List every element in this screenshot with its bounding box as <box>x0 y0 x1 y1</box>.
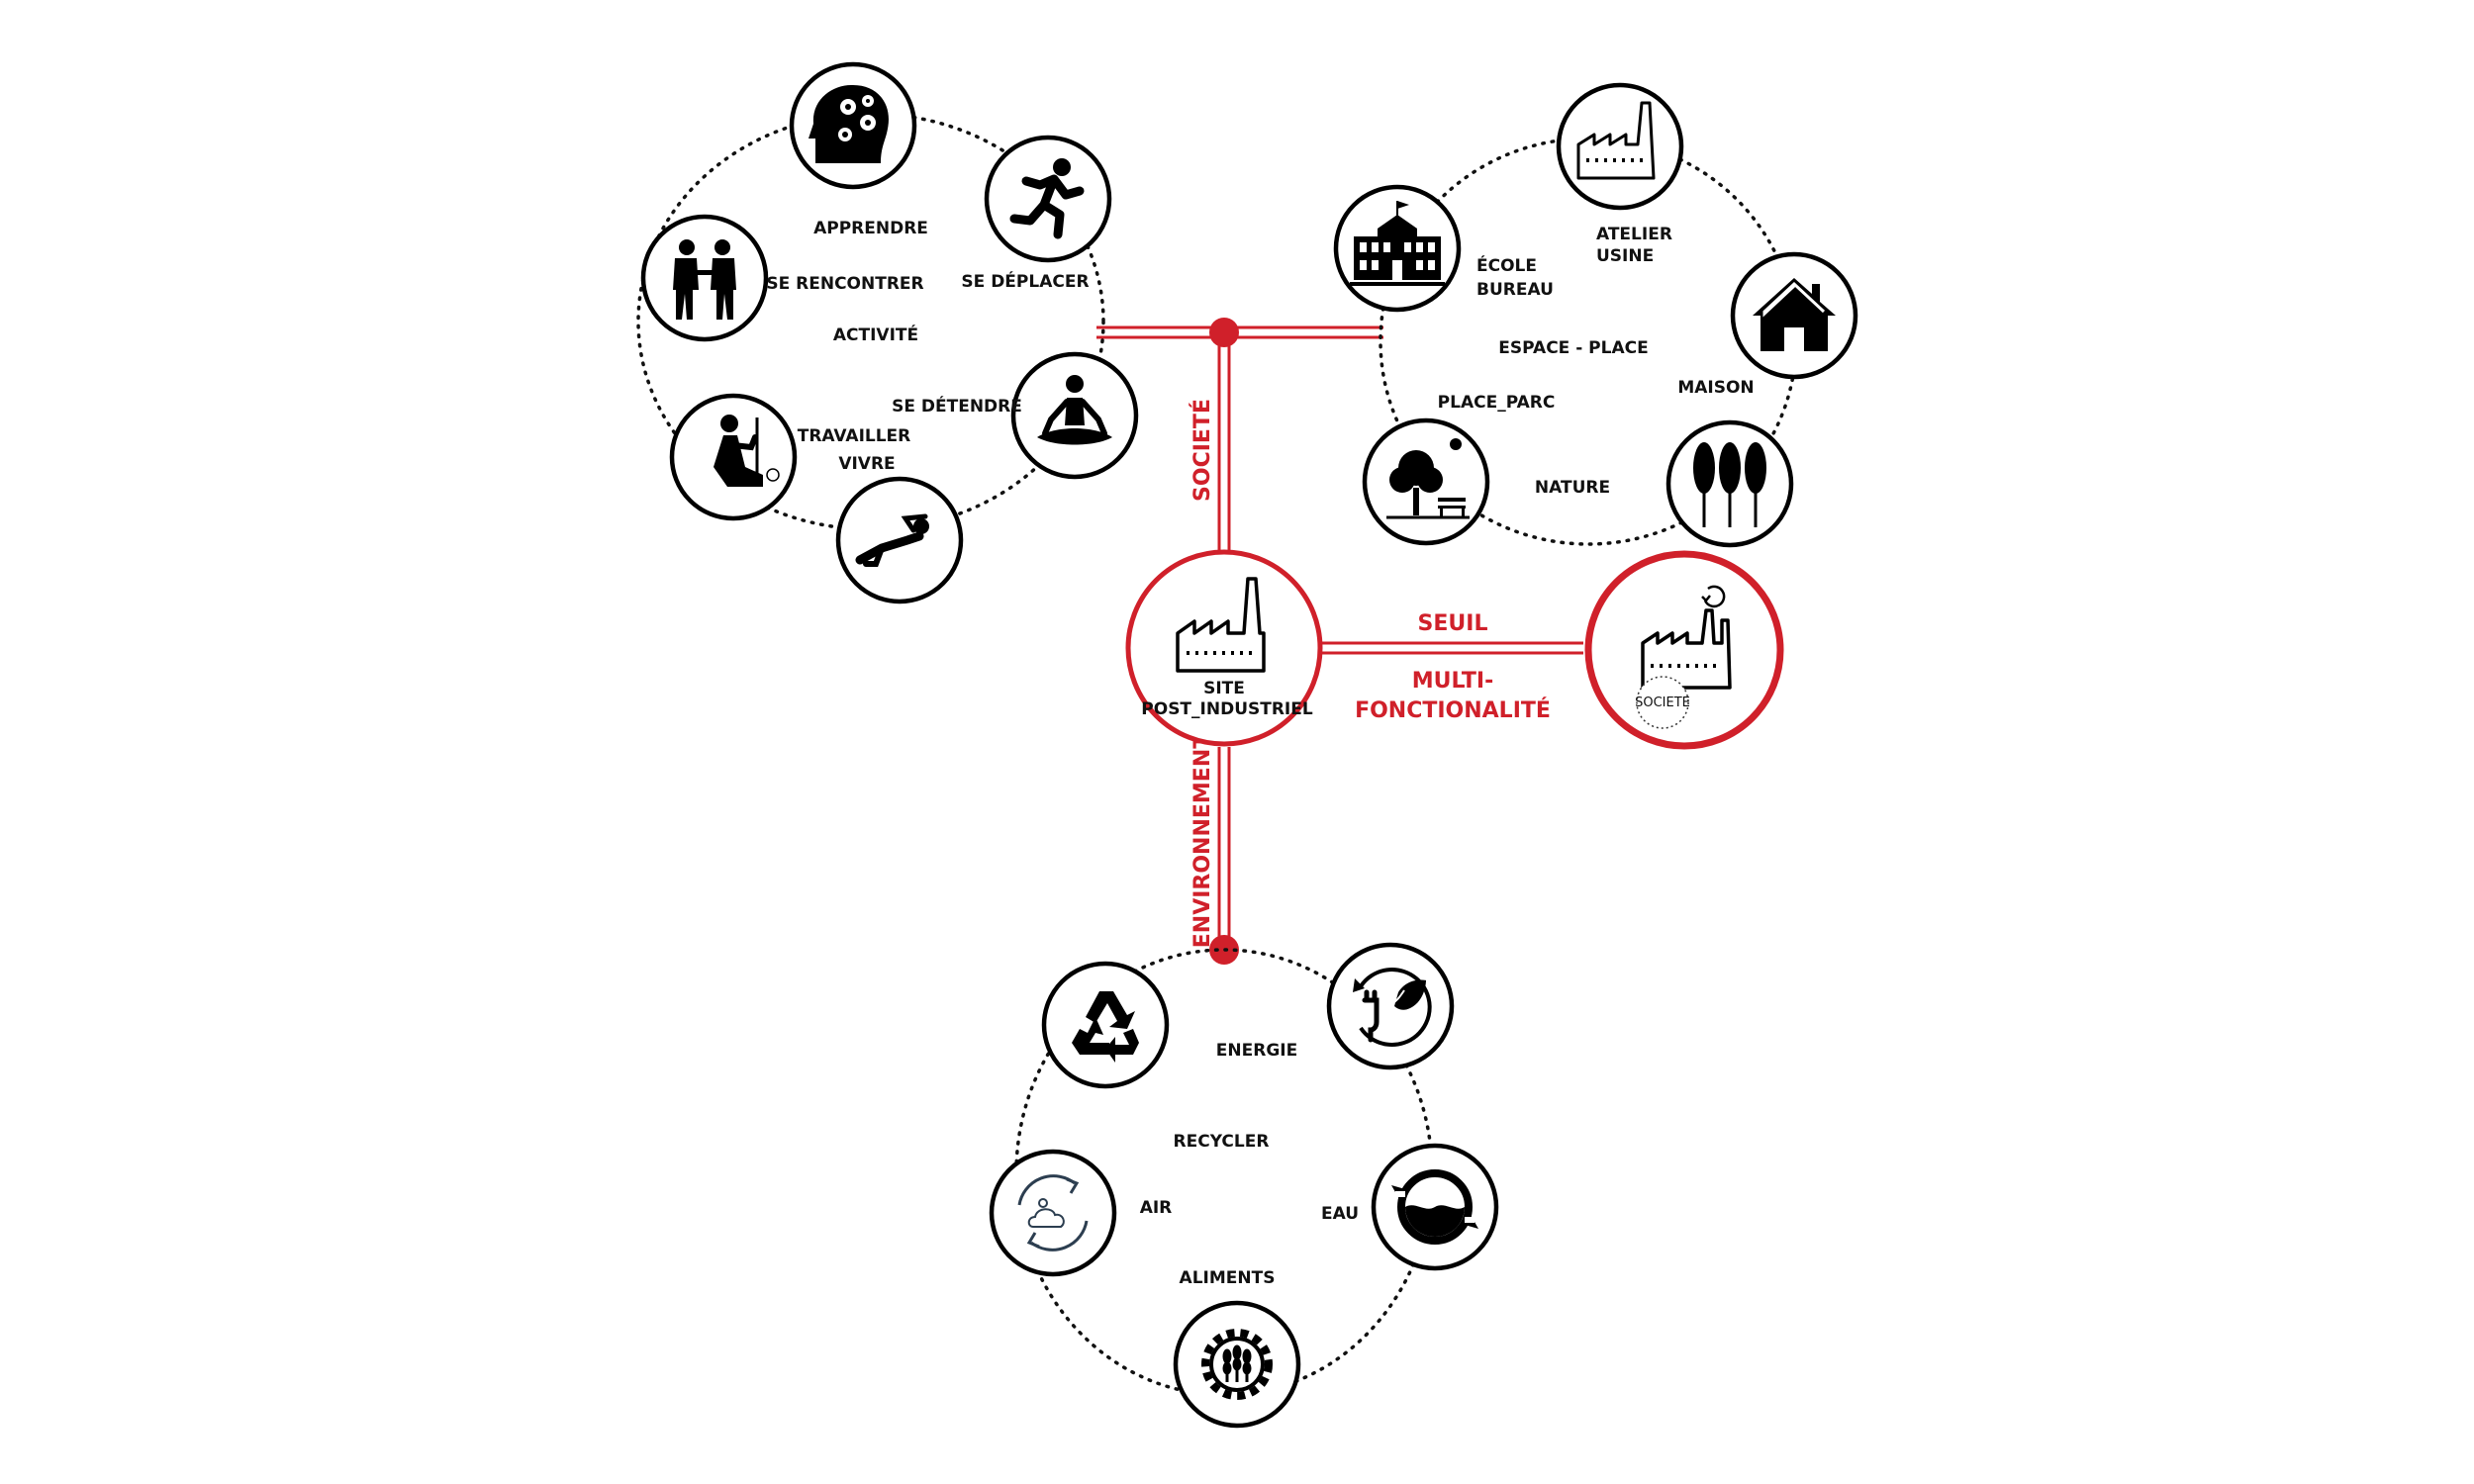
travailler-label: TRAVAILLER <box>798 426 911 446</box>
maison-node[interactable] <box>1730 251 1858 380</box>
junction-dot-top <box>1209 318 1239 347</box>
eco-energy-plug-icon <box>1353 968 1432 1047</box>
reclining-person-icon <box>855 513 929 567</box>
environnement-connector-label: ENVIRONNEMENT <box>1190 734 1215 949</box>
air-cycle-icon <box>1017 1174 1089 1252</box>
activity-title: ACTIVITÉ <box>833 324 918 345</box>
ecole-label: ÉCOLE <box>1476 254 1537 276</box>
recycle-icon <box>1072 991 1139 1063</box>
societe-connector-label: SOCIETÉ <box>1189 399 1215 502</box>
eau-node[interactable] <box>1371 1143 1499 1271</box>
activity-ring <box>636 112 1105 531</box>
se-deplacer-label: SE DÉPLACER <box>961 270 1089 292</box>
air-label: AIR <box>1140 1198 1173 1218</box>
se-deplacer-node[interactable] <box>984 135 1112 263</box>
factory-icon <box>1176 577 1266 673</box>
brain-gears-icon <box>809 84 889 163</box>
se-detendre-node[interactable] <box>1010 351 1139 480</box>
place-parc-node[interactable] <box>1362 417 1490 546</box>
usine-label: USINE <box>1596 246 1654 266</box>
target-node[interactable]: SOCIETE <box>1584 550 1784 750</box>
connector-lines <box>1096 325 1583 950</box>
center-label-line2: POST_INDUSTRIEL <box>1141 699 1313 719</box>
se-detendre-label: SE DÉTENDRE <box>892 395 1022 417</box>
space-title: ESPACE - PLACE <box>1498 338 1648 358</box>
recycling-factory-icon <box>1641 585 1732 690</box>
eau-label: EAU <box>1321 1204 1359 1224</box>
aliments-label: ALIMENTS <box>1180 1268 1276 1288</box>
air-node[interactable] <box>989 1149 1117 1277</box>
bureau-label: BUREAU <box>1476 280 1554 300</box>
house-icon <box>1753 278 1836 351</box>
se-rencontrer-label: SE RENCONTRER <box>766 274 923 294</box>
aliments-node[interactable] <box>1173 1300 1301 1429</box>
maison-label: MAISON <box>1677 378 1754 398</box>
kneeling-worker-icon <box>714 415 780 487</box>
se-rencontrer-node[interactable] <box>640 214 769 342</box>
apprendre-node[interactable] <box>789 61 917 190</box>
energie-node[interactable] <box>1326 942 1455 1070</box>
handshake-people-icon <box>673 239 736 320</box>
recycler-label: RECYCLER <box>1174 1132 1270 1152</box>
multi-label-line1: MULTI- <box>1412 669 1493 694</box>
vivre-node[interactable] <box>835 476 964 604</box>
seuil-label: SEUIL <box>1418 611 1488 636</box>
poplar-trees-icon <box>1693 442 1766 527</box>
park-bench-tree-icon <box>1386 438 1470 519</box>
vivre-label: VIVRE <box>838 454 895 474</box>
atelier-label: ATELIER <box>1596 225 1672 244</box>
center-node[interactable]: SITE POST_INDUSTRIEL <box>1125 549 1323 747</box>
energie-label: ENERGIE <box>1216 1041 1297 1061</box>
nature-label: NATURE <box>1535 478 1610 498</box>
place-parc-label: PLACE_PARC <box>1438 393 1556 413</box>
societe-badge-label: SOCIETE <box>1635 696 1690 710</box>
ecole-bureau-node[interactable] <box>1333 184 1462 313</box>
recycler-node[interactable] <box>1041 961 1170 1089</box>
center-label-line1: SITE <box>1203 679 1245 698</box>
atelier-usine-node[interactable] <box>1556 82 1684 211</box>
travailler-node[interactable] <box>669 393 798 521</box>
workshop-factory-icon <box>1576 101 1656 180</box>
multi-label-line2: FONCTIONALITÉ <box>1355 697 1551 723</box>
water-cycle-icon <box>1391 1169 1478 1245</box>
nature-node[interactable] <box>1665 419 1794 548</box>
wheat-gear-icon <box>1201 1329 1273 1400</box>
school-building-icon <box>1350 201 1445 286</box>
apprendre-label: APPRENDRE <box>813 219 928 238</box>
running-person-icon <box>1009 158 1085 239</box>
societe-badge <box>1636 676 1689 729</box>
meditation-icon <box>1037 375 1112 445</box>
